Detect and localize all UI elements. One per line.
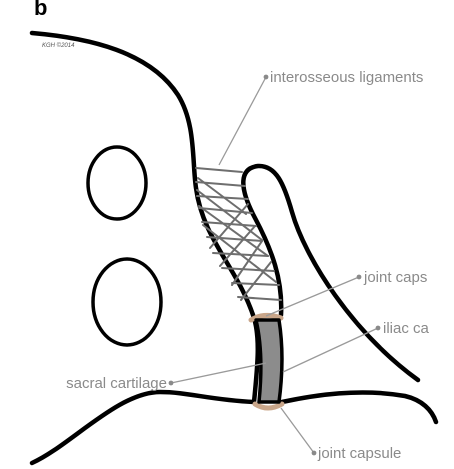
sacral-foramen-upper <box>88 147 146 219</box>
joint-capsule-lower <box>255 404 282 408</box>
label-sacral-cartilage: sacral cartilage <box>66 375 167 392</box>
label-interosseous-ligaments: interosseous ligaments <box>270 69 423 86</box>
ilium-inferior-border <box>282 392 436 422</box>
label-iliac-cartilage: iliac ca <box>383 320 430 337</box>
sacrum-outline <box>32 33 258 463</box>
joint-cartilage <box>256 320 282 402</box>
label-joint-capsule-bottom: joint capsule <box>317 445 401 462</box>
panel-letter: b <box>34 0 47 20</box>
sacral-foramen-lower <box>93 259 161 345</box>
label-joint-capsule-top: joint caps <box>363 269 427 286</box>
copyright-credit: KGH ©2014 <box>42 42 75 49</box>
